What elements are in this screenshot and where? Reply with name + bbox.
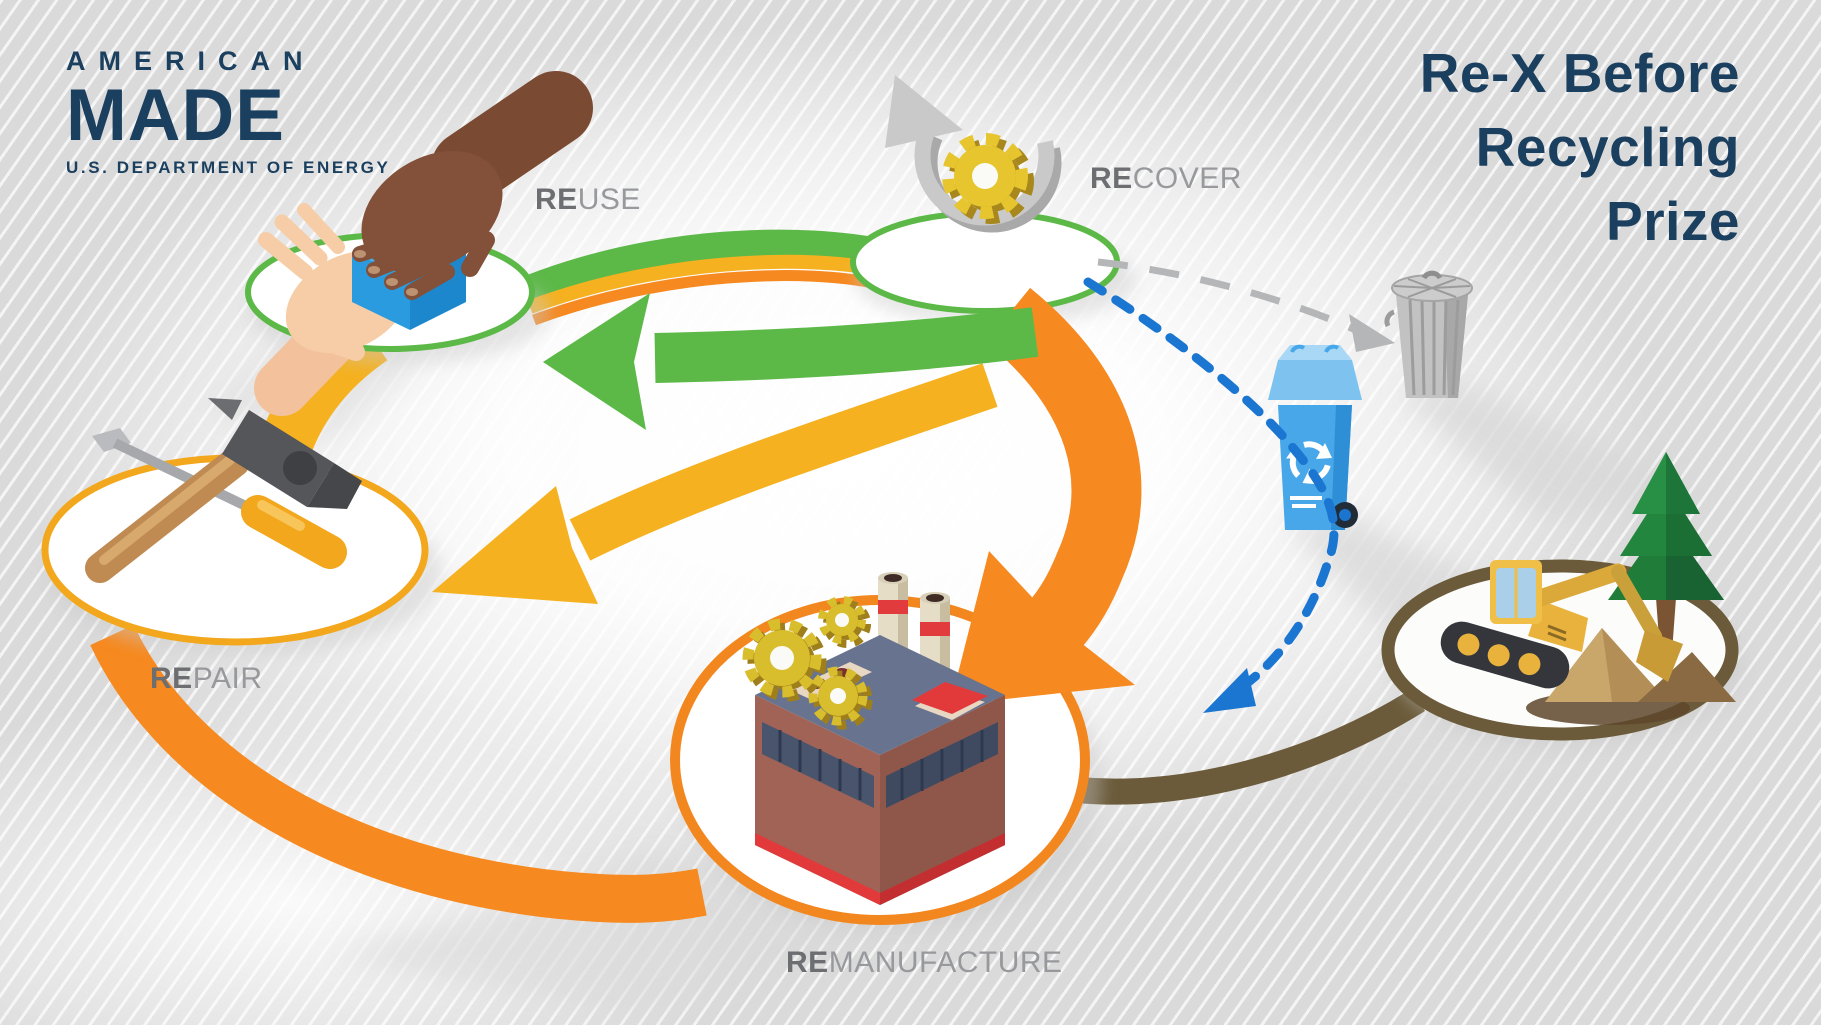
label-remanufacture: REMANUFACTURE	[786, 946, 1063, 979]
excavator-dirt-and-tree-icon	[1440, 452, 1736, 725]
recover-to-remanufacture-arrow	[950, 287, 1142, 705]
logo-top-line: AMERICAN	[66, 46, 316, 76]
recover-to-repair-arrow	[432, 363, 998, 604]
recycle-dashed-path	[1083, 277, 1339, 713]
recycle-symbol	[1286, 441, 1332, 508]
reuse-recover-band	[519, 229, 892, 326]
logo-main-line: MADE	[66, 75, 285, 156]
page-title: Re-X Before Recycling Prize	[1420, 36, 1740, 258]
american-made-logo: AMERICAN MADE U.S. DEPARTMENT OF ENERGY	[66, 46, 390, 178]
excavator-bucket	[1636, 630, 1683, 682]
logo-sub-line: U.S. DEPARTMENT OF ENERGY	[66, 158, 391, 177]
hand-exchange-icon	[254, 71, 593, 416]
gray-trash-can-icon	[1384, 270, 1473, 398]
repair-to-remanufacture-band	[90, 624, 707, 923]
blue-recycling-bin-icon	[1268, 344, 1362, 530]
title-line-2: Recycling	[1475, 116, 1740, 178]
hammer-and-screwdriver-icon	[85, 398, 362, 583]
recover-to-reuse-arrow	[543, 293, 1039, 430]
excavator-icon	[1440, 560, 1683, 689]
pine-tree-icon	[1608, 452, 1724, 652]
label-reuse: REUSE	[535, 183, 641, 216]
gear-icon	[942, 133, 1034, 224]
label-recover: RECOVER	[1090, 162, 1242, 195]
label-repair: REPAIR	[150, 662, 263, 695]
title-line-3: Prize	[1606, 190, 1740, 252]
title-line-1: Re-X Before	[1419, 42, 1740, 104]
factory-gears	[742, 596, 873, 730]
raw-material-band	[1076, 689, 1425, 805]
loop-arrowhead	[885, 75, 963, 148]
gear-with-loop-arrow-icon	[885, 75, 1062, 233]
landfill-dashed-path	[1097, 258, 1395, 352]
factory-with-gears-icon	[742, 572, 1005, 905]
